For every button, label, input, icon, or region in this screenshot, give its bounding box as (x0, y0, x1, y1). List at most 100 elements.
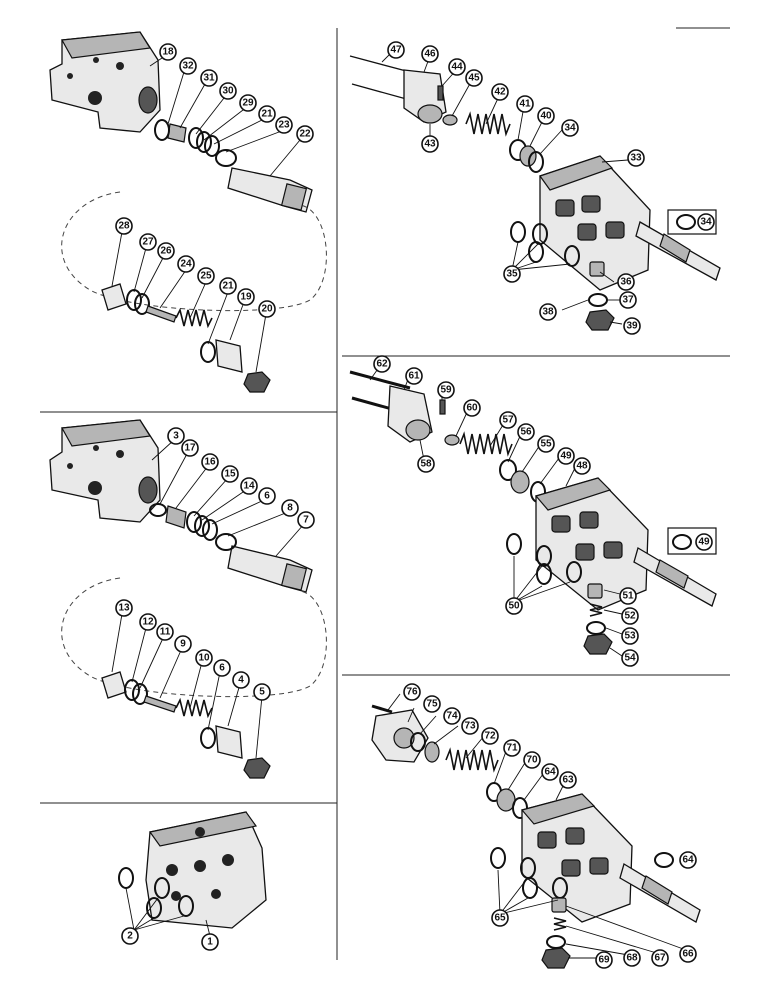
callout-19: 19 (237, 288, 255, 306)
callout-51: 51 (619, 587, 637, 605)
callout-15: 15 (221, 465, 239, 483)
relief-cartridge-22 (227, 167, 313, 213)
callout-11: 11 (156, 623, 174, 641)
callout-63: 63 (559, 771, 577, 789)
callout-28-text: 28 (118, 221, 130, 232)
callout-60-text: 60 (466, 403, 478, 414)
callout-7: 7 (297, 511, 315, 529)
callout-56: 56 (517, 423, 535, 441)
callout-42-text: 42 (494, 87, 506, 98)
callout-34-inset: 34 (697, 213, 715, 231)
callout-20: 20 (258, 300, 276, 318)
callout-74: 74 (443, 707, 461, 725)
callout-12: 12 (139, 613, 157, 631)
callout-27: 27 (139, 233, 157, 251)
panel-end-cover (118, 811, 267, 929)
callout-46-text: 46 (424, 49, 436, 60)
callout-49-upper: 49 (557, 447, 575, 465)
nut-39 (585, 309, 615, 331)
callout-18: 18 (159, 43, 177, 61)
o-ring-49-inset (672, 534, 692, 550)
seal-68 (546, 935, 566, 949)
phantom-outline-upper (61, 191, 327, 312)
callout-41-text: 41 (519, 99, 531, 110)
callout-13: 13 (115, 599, 133, 617)
callout-27-text: 27 (142, 237, 154, 248)
callout-70-text: 70 (526, 755, 538, 766)
seal-stack-lower (149, 503, 237, 551)
callout-70: 70 (523, 751, 541, 769)
seal-53 (586, 621, 606, 635)
callout-74-text: 74 (446, 711, 458, 722)
poppet-assembly-upper (101, 283, 271, 393)
spring-52 (589, 603, 603, 617)
callout-57: 57 (499, 411, 517, 429)
callout-40-text: 40 (540, 111, 552, 122)
callout-49-inset: 49 (695, 533, 713, 551)
callout-56-text: 56 (520, 427, 532, 438)
callout-63-text: 63 (562, 775, 574, 786)
callout-48-text: 48 (576, 461, 588, 472)
valve-body-33 (539, 155, 651, 291)
callout-68-text: 68 (626, 953, 638, 964)
callout-64-upper: 64 (541, 763, 559, 781)
callout-29: 29 (239, 94, 257, 112)
callout-21-upper-text: 21 (261, 109, 273, 120)
poppet-assembly-lower (101, 671, 271, 779)
callout-10-text: 10 (198, 653, 210, 664)
callout-71-text: 71 (506, 743, 518, 754)
o-ring-34-inset (676, 214, 696, 230)
callout-32-text: 32 (182, 61, 194, 72)
callout-22: 22 (296, 125, 314, 143)
spool-shaft-48 (633, 547, 717, 607)
callout-16: 16 (201, 453, 219, 471)
washer-56 (499, 459, 517, 481)
callout-8: 8 (281, 499, 299, 517)
valve-body-48 (534, 477, 649, 611)
callout-58-text: 58 (420, 459, 432, 470)
callout-34-inset-text: 34 (700, 217, 712, 228)
callout-3: 3 (167, 427, 185, 445)
callout-38-text: 38 (542, 307, 554, 318)
screw-76 (371, 704, 393, 714)
cap-46 (403, 69, 447, 124)
callout-3-text: 3 (173, 431, 179, 442)
callout-57-text: 57 (502, 415, 514, 426)
callout-75: 75 (423, 695, 441, 713)
callout-33: 33 (627, 149, 645, 167)
valve-body-63 (520, 793, 633, 923)
callout-14-text: 14 (243, 481, 255, 492)
retainer-55 (510, 470, 530, 494)
callout-8-text: 8 (287, 503, 293, 514)
callout-20-text: 20 (261, 304, 273, 315)
callout-64-upper-text: 64 (544, 767, 556, 778)
callout-5-text: 5 (259, 687, 265, 698)
plug-66 (551, 897, 567, 913)
callout-11-text: 11 (160, 627, 171, 638)
callout-4: 4 (232, 671, 250, 689)
callout-5: 5 (253, 683, 271, 701)
pin-44 (437, 85, 444, 101)
callout-32: 32 (179, 57, 197, 75)
callout-43: 43 (421, 135, 439, 153)
nut-69 (541, 947, 571, 969)
callout-60: 60 (463, 399, 481, 417)
inset-box-34 (667, 209, 717, 235)
callout-54: 54 (621, 649, 639, 667)
callout-52-text: 52 (624, 611, 636, 622)
callout-17-text: 17 (184, 443, 196, 454)
callout-49-inset-text: 49 (698, 537, 710, 548)
callout-21-lower-text: 21 (222, 281, 234, 292)
callout-49-upper-text: 49 (560, 451, 572, 462)
callout-9: 9 (174, 635, 192, 653)
callout-50-text: 50 (508, 601, 520, 612)
callout-69: 69 (595, 951, 613, 969)
callout-labels: 18 32 31 30 29 21 23 22 28 27 26 24 25 2… (115, 41, 715, 969)
callout-53-text: 53 (624, 631, 636, 642)
callout-36-text: 36 (620, 277, 632, 288)
callout-61: 61 (405, 367, 423, 385)
callout-47-text: 47 (390, 45, 402, 56)
callout-18-text: 18 (162, 47, 174, 58)
callout-41: 41 (516, 95, 534, 113)
